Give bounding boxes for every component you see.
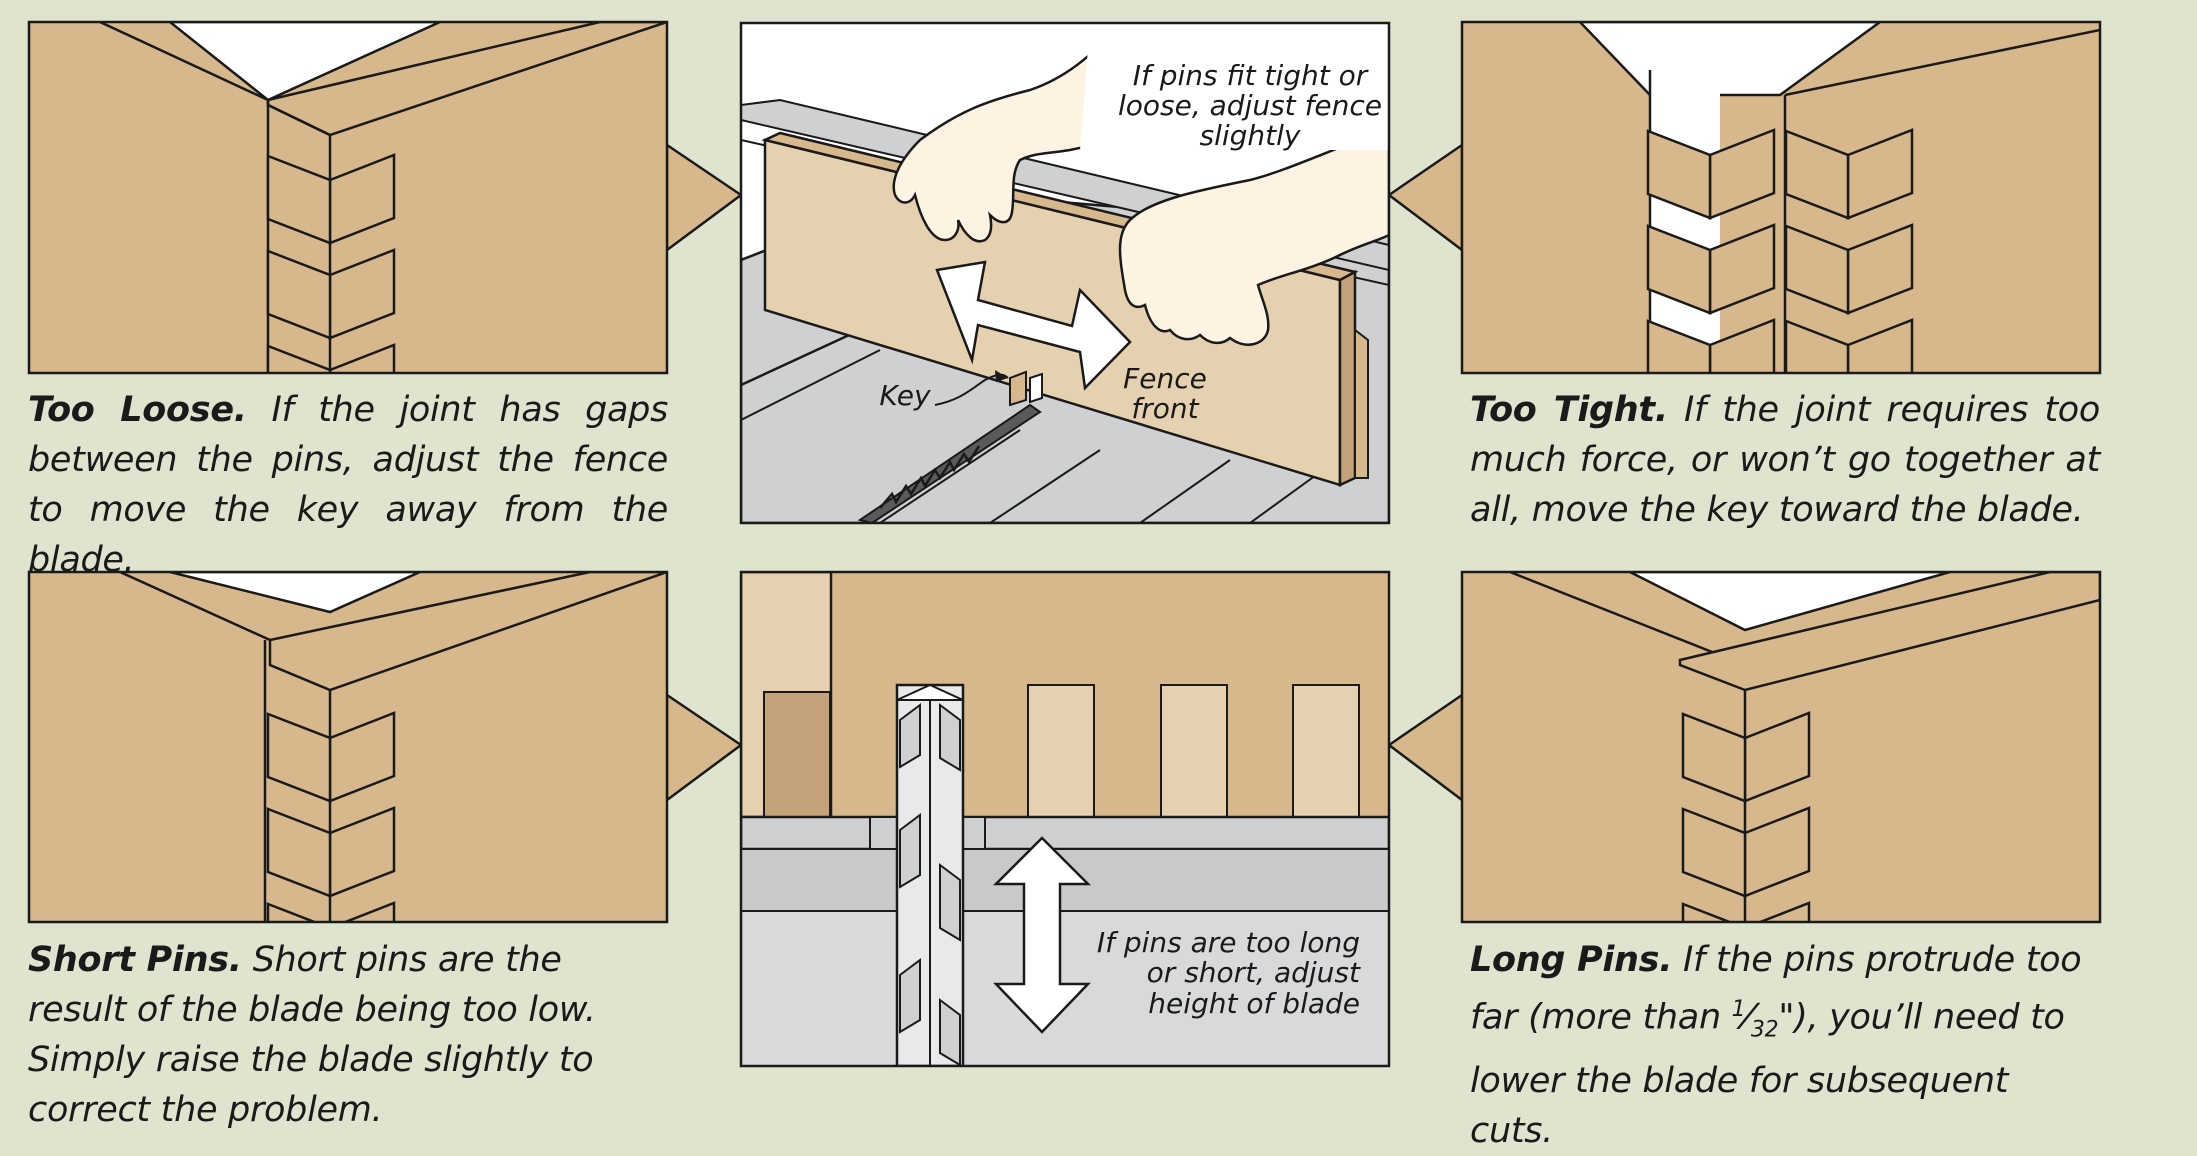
too-loose-text: If the joint has gaps between the pins, … (28, 390, 668, 580)
blade-height-illustration: If pins are too long or short, adjust he… (739, 570, 1391, 1068)
too-loose-caption: Too Loose. If the joint has gaps between… (28, 385, 668, 585)
blade-note-line3: height of blade (1148, 987, 1360, 1020)
fence-front-label-line1: Fence (1123, 362, 1207, 395)
illustration-canvas: If pins fit tight or loose, adjust fence… (27, 20, 2102, 1068)
fence-note-line2: loose, adjust fence (1118, 89, 1382, 122)
short-pins-text: Short pins are the result of the blade b… (28, 940, 596, 1130)
fraction-numerator: 1 (1731, 997, 1746, 1022)
key-label: Key (879, 379, 931, 412)
too-tight-title: Too Tight. (1470, 390, 1668, 430)
long-pins-joint-illustration (1386, 570, 2102, 924)
fence-note-line3: slightly (1200, 119, 1301, 152)
short-pins-caption: Short Pins. Short pins are the result of… (28, 935, 668, 1135)
fence-note-line1: If pins fit tight or (1133, 59, 1369, 92)
blade-note-line2: or short, adjust (1147, 956, 1361, 989)
short-pins-joint-illustration (27, 570, 744, 924)
too-tight-text: If the joint requires too much force, or… (1470, 390, 2101, 530)
long-pins-title: Long Pins. (1470, 940, 1673, 980)
too-loose-joint-illustration (27, 20, 744, 375)
blade-note-line1: If pins are too long (1097, 926, 1360, 959)
fence-adjustment-illustration: If pins fit tight or loose, adjust fence… (739, 21, 1391, 525)
too-loose-title: Too Loose. (28, 390, 247, 430)
short-pins-title: Short Pins. (28, 940, 242, 980)
too-tight-caption: Too Tight. If the joint requires too muc… (1470, 385, 2100, 535)
fraction-denominator: 32 (1750, 1017, 1779, 1043)
too-tight-joint-illustration (1386, 20, 2102, 375)
long-pins-text-before: If the pins protrude too far (more than (1470, 940, 2082, 1038)
fence-front-label-line2: front (1131, 392, 1199, 425)
long-pins-caption: Long Pins. If the pins protrude too far … (1470, 940, 2082, 1151)
